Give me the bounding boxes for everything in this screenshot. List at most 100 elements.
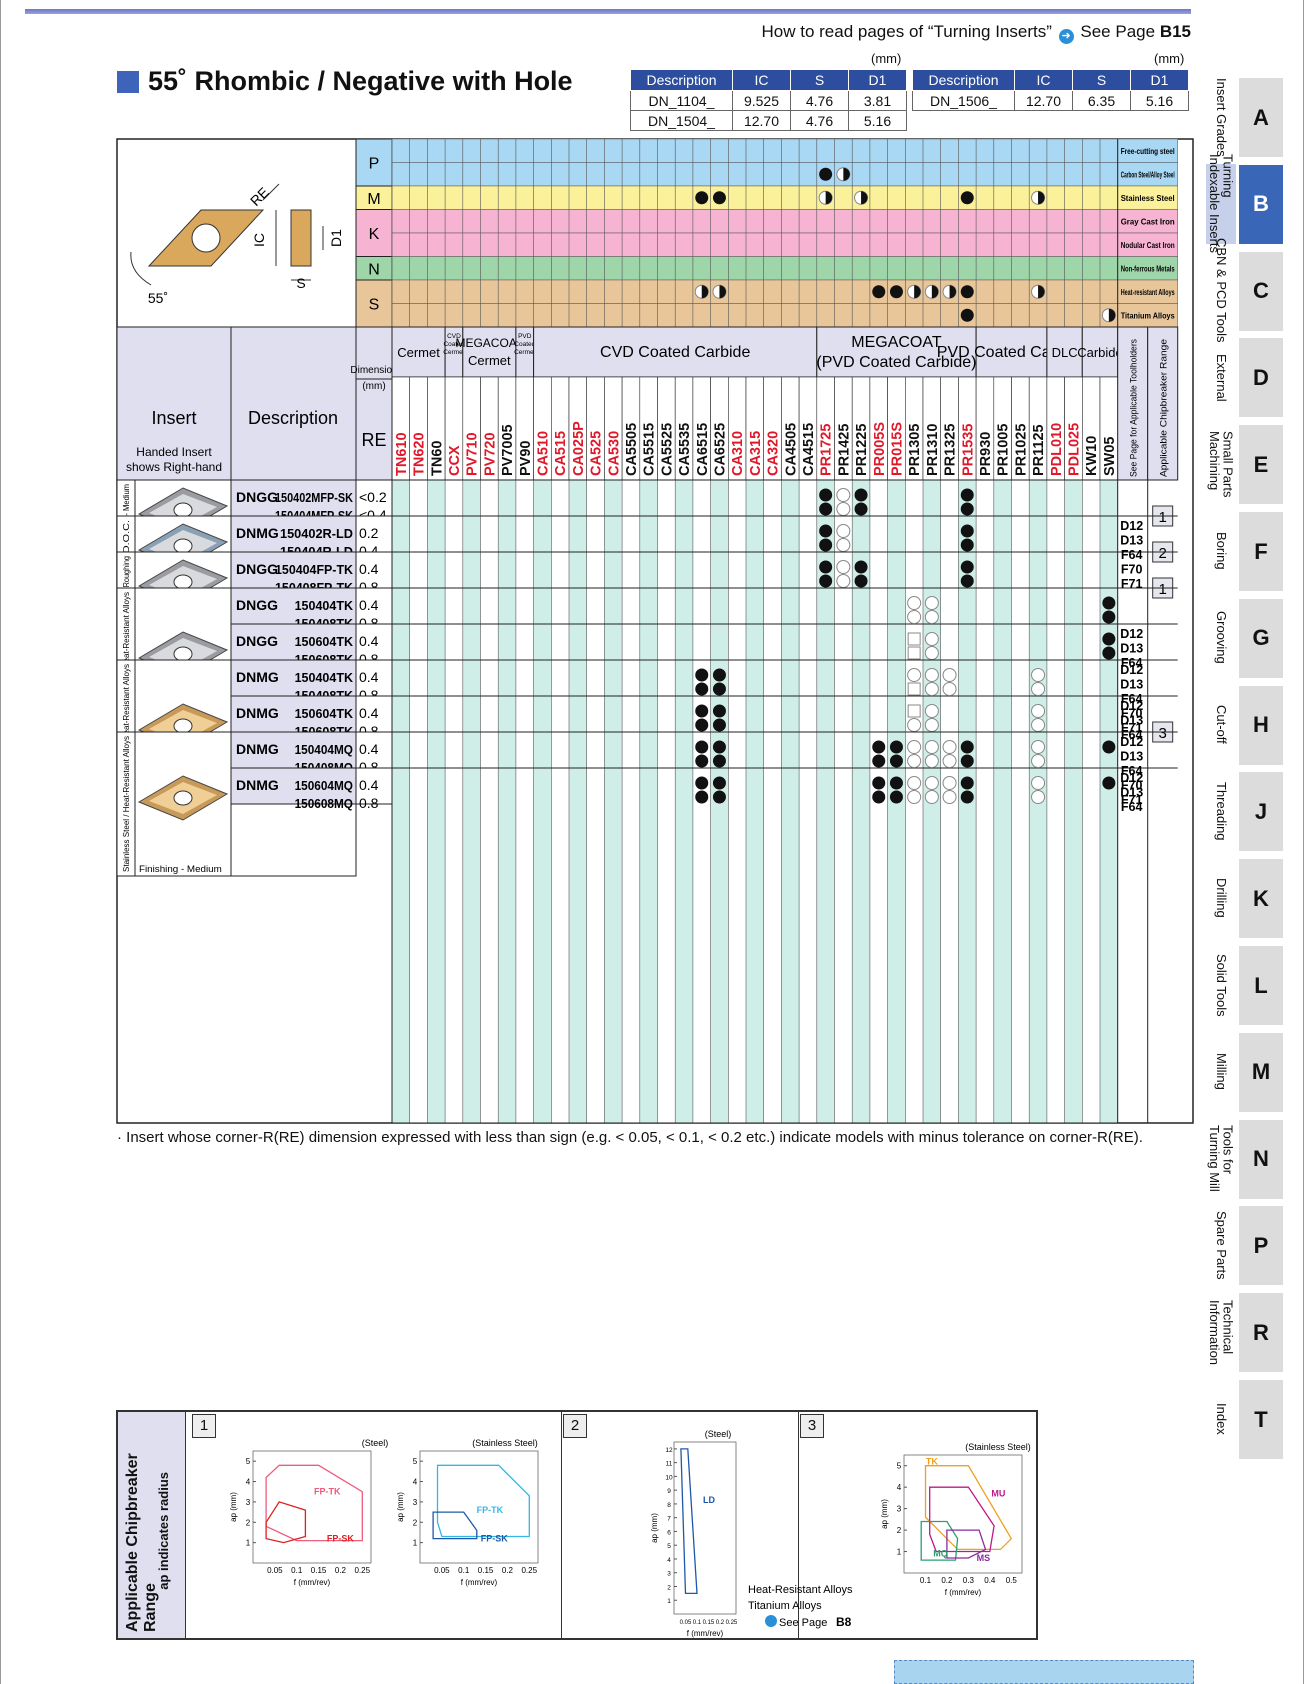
chart-ytick: 12: [665, 1447, 673, 1454]
side-tab-a[interactable]: A: [1239, 77, 1283, 157]
grade-column: [1100, 480, 1118, 1123]
mark-recommended-icon: [960, 191, 974, 205]
side-tab-n[interactable]: N: [1239, 1118, 1283, 1199]
grade-name: CA530: [606, 431, 622, 476]
description-code: 150604TK: [295, 634, 354, 649]
grade-name: PR1325: [943, 424, 959, 476]
insert-photo-hole: [173, 574, 193, 590]
insert-photo-hole: [173, 538, 193, 554]
side-tab-c[interactable]: C: [1239, 250, 1283, 331]
toolholder-ref: D13: [1120, 534, 1143, 548]
description-cell: [230, 551, 357, 589]
mark-recommended-icon: [889, 754, 903, 768]
grade-name: KW10: [1084, 436, 1100, 476]
spec-cell: 3.81: [848, 90, 907, 111]
description-code: 150404MQ: [295, 742, 353, 757]
side-tab-d[interactable]: D: [1239, 337, 1283, 418]
unit-label-2: (mm): [1154, 51, 1185, 66]
mark-available-icon: [907, 754, 922, 768]
toolholder-ref: F71: [1121, 793, 1143, 807]
side-tab-e[interactable]: E: [1239, 424, 1283, 505]
toolholder-ref: D12: [1120, 771, 1143, 785]
mark-recommended-icon: [960, 574, 974, 588]
side-tab-k[interactable]: K: [1239, 858, 1283, 939]
side-tab-l[interactable]: L: [1239, 945, 1283, 1025]
mark-available-icon: [924, 646, 939, 660]
side-tab-label[interactable]: Threading: [1206, 771, 1236, 851]
mark-recommended-icon: [889, 790, 903, 804]
grade-name: PR1310: [925, 424, 941, 476]
mark-available-icon: [942, 740, 957, 754]
mark-available-icon: [924, 704, 939, 718]
grade-group-cell: [533, 326, 818, 378]
side-tab-label[interactable]: Drilling: [1206, 858, 1236, 938]
material-row: [391, 303, 1178, 328]
chart-ylabel: ap (mm): [396, 1492, 405, 1522]
side-tab-m[interactable]: M: [1239, 1031, 1283, 1112]
mark-available-icon: [836, 502, 851, 516]
chart-region-label: FP-SK: [327, 1534, 355, 1544]
chart-xtick: 0.05: [267, 1566, 283, 1575]
side-tab-f[interactable]: F: [1239, 511, 1283, 591]
toolholder-ref: D12: [1120, 699, 1143, 713]
grade-name: CA515: [553, 431, 569, 476]
side-tab-h[interactable]: H: [1239, 684, 1283, 765]
chart-region-label: MQ: [933, 1549, 948, 1559]
side-tab-b[interactable]: B: [1239, 163, 1283, 244]
grade-group-label: Coated: [443, 341, 464, 348]
side-tab-label[interactable]: Index: [1206, 1379, 1236, 1459]
see-page-ref: B15: [1159, 22, 1191, 41]
chart-title: (Stainless Steel): [965, 1442, 1031, 1452]
mark-recommended-icon: [695, 740, 709, 754]
side-tab-label[interactable]: Spare Parts: [1206, 1205, 1236, 1285]
grade-name: CA5505: [624, 423, 640, 476]
chart-xtick: 0.05: [434, 1566, 450, 1575]
grade-column: [1064, 480, 1083, 1123]
chart-region: [924, 1465, 1013, 1551]
side-tab-label[interactable]: Boring: [1206, 511, 1236, 591]
side-tab-label[interactable]: Cut-off: [1206, 685, 1236, 765]
side-tab-j[interactable]: J: [1239, 771, 1283, 852]
toolholder-ref: D12: [1120, 735, 1143, 749]
chart-ytick: 3: [246, 1498, 251, 1507]
header-re: RE: [361, 430, 386, 450]
material-row: [391, 185, 1178, 210]
chart-region-label: MS: [977, 1553, 991, 1563]
spec-table-2: Description IC S D1 DN_1506_ 12.70 6.35 …: [912, 69, 1189, 111]
side-tab-r[interactable]: R: [1239, 1292, 1283, 1373]
grade-name: CA310: [730, 431, 746, 476]
material-row: [391, 256, 1178, 281]
howto-link[interactable]: How to read pages of “Turning Inserts” ➜…: [762, 22, 1191, 44]
grade-name: PR1125: [1031, 424, 1047, 476]
side-tab-g[interactable]: G: [1239, 597, 1283, 678]
description-code: 150402MFP-SK: [275, 490, 354, 505]
side-tab-label[interactable]: CBN & PCD Tools: [1206, 238, 1236, 343]
side-tab-t[interactable]: T: [1239, 1379, 1283, 1459]
grade-name: CA5535: [677, 423, 693, 476]
toolholder-ref: F64: [1121, 692, 1143, 706]
description-code: 150604MQ: [295, 778, 353, 793]
side-tab-label[interactable]: External: [1206, 337, 1236, 417]
bottom-link-button[interactable]: [894, 1660, 1194, 1684]
mark-available-icon: [942, 776, 957, 790]
chart-ytick: 2: [413, 1518, 418, 1527]
side-tab-p[interactable]: P: [1239, 1205, 1283, 1286]
side-tab-label[interactable]: Solid Tools: [1206, 945, 1236, 1025]
mark-recommended-icon: [695, 191, 709, 205]
header-insert: Insert: [151, 408, 196, 428]
mark-recommended-icon: [819, 524, 833, 538]
grade-name: PDL025: [1066, 423, 1082, 476]
side-tab-label[interactable]: Insert Grades: [1206, 77, 1236, 157]
chipbreaker-range-panel: Applicable Chipbreaker Range ap indicate…: [116, 1410, 1038, 1640]
grade-name: CA320: [766, 431, 782, 476]
chart-ytick: 6: [667, 1529, 671, 1536]
mark-available-icon: [924, 632, 939, 646]
side-tab-label[interactable]: Milling: [1206, 1032, 1236, 1112]
side-tab-label[interactable]: Grooving: [1206, 598, 1236, 678]
